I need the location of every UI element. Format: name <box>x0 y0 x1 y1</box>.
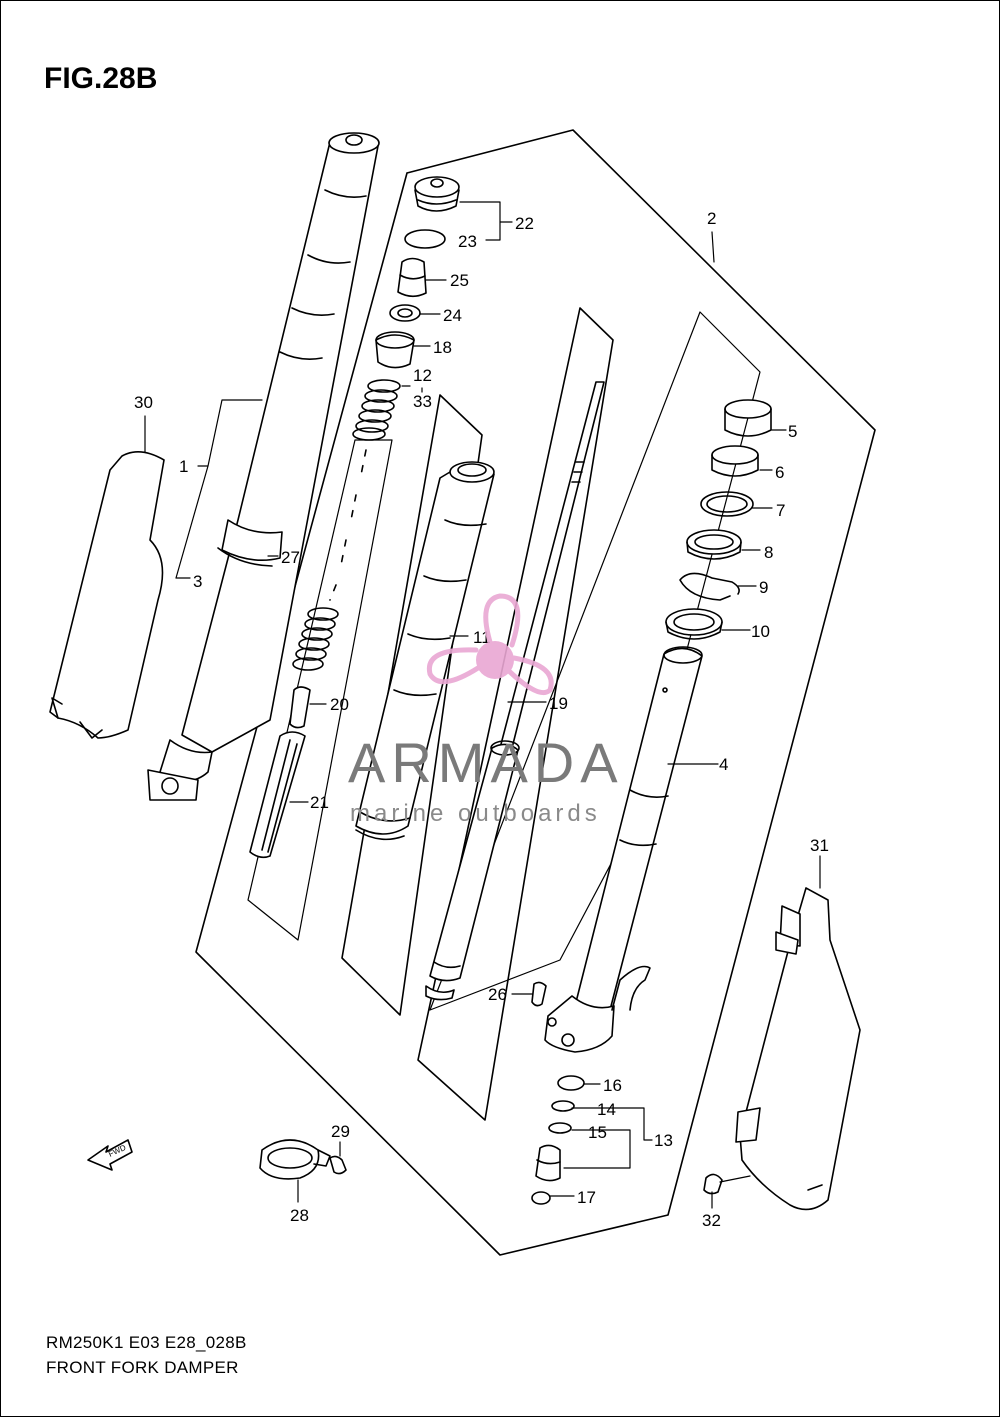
callout-3: 3 <box>193 572 202 591</box>
oil-seal-8 <box>686 529 742 560</box>
callout-20: 20 <box>330 695 349 714</box>
callout-32: 32 <box>702 1211 721 1230</box>
watermark-brand: ARMADA <box>348 731 624 794</box>
bushing-5 <box>724 399 772 437</box>
fwd-arrow-icon: FWD <box>87 1139 133 1171</box>
spacer-18 <box>375 331 415 369</box>
damper-rod-19 <box>425 381 605 1001</box>
callout-9: 9 <box>759 578 768 597</box>
o-ring-15 <box>548 1122 572 1134</box>
fork-guard-31 <box>735 887 861 1211</box>
callout-27: 27 <box>281 548 300 567</box>
o-ring-23 <box>404 229 446 249</box>
spring-12 <box>352 379 401 441</box>
assembly-outline-2 <box>195 129 876 1256</box>
callout-12: 12 <box>413 366 432 385</box>
guide-21 <box>249 731 306 859</box>
callout-16: 16 <box>603 1076 622 1095</box>
spring-lower <box>292 607 339 671</box>
figure-caption: FRONT FORK DAMPER <box>46 1358 239 1377</box>
callout-14: 14 <box>597 1100 616 1119</box>
cylinder-11 <box>355 461 495 841</box>
callout-17: 17 <box>577 1188 596 1207</box>
callout-5: 5 <box>788 422 797 441</box>
callout-23: 23 <box>458 232 477 251</box>
bolt-26 <box>531 981 547 1007</box>
washer-7 <box>700 491 754 517</box>
fork-tube-1 <box>147 132 380 801</box>
callout-19: 19 <box>549 694 568 713</box>
callout-24: 24 <box>443 306 462 325</box>
callout-2: 2 <box>707 209 716 228</box>
washer-24 <box>389 304 421 322</box>
bushing-6 <box>711 445 759 477</box>
propeller-logo-icon <box>426 593 554 696</box>
callout-15: 15 <box>588 1123 607 1142</box>
spring-dashes <box>329 449 367 601</box>
callout-28: 28 <box>290 1206 309 1225</box>
valve-13 <box>535 1144 561 1182</box>
clamp-28 <box>259 1139 331 1180</box>
bolt-29 <box>329 1155 347 1175</box>
bolt-32 <box>703 1173 723 1195</box>
callout-33: 33 <box>413 392 432 411</box>
plug-25 <box>397 257 427 298</box>
callout-31: 31 <box>810 836 829 855</box>
figure-title: FIG.28B <box>44 62 158 95</box>
callout-25: 25 <box>450 271 469 290</box>
callout-29: 29 <box>331 1122 350 1141</box>
washer-14 <box>551 1100 575 1112</box>
inner-tube-4 <box>544 646 703 1053</box>
dust-seal-10 <box>665 608 723 640</box>
inner-outline-rod <box>417 307 614 1121</box>
watermark-tagline: marine outboards <box>350 800 601 827</box>
callout-10: 10 <box>751 622 770 641</box>
callout-22: 22 <box>515 214 534 233</box>
callout-4: 4 <box>719 755 728 774</box>
spacer-20 <box>289 686 311 729</box>
callout-26: 26 <box>488 985 507 1004</box>
top-cap-22 <box>414 176 460 212</box>
washer-17 <box>531 1191 551 1205</box>
o-ring-16 <box>557 1075 585 1091</box>
callout-1: 1 <box>179 457 188 476</box>
callout-21: 21 <box>310 793 329 812</box>
callout-6: 6 <box>775 463 784 482</box>
callout-8: 8 <box>764 543 773 562</box>
callout-18: 18 <box>433 338 452 357</box>
callout-13: 13 <box>654 1131 673 1150</box>
stopper-ring-9 <box>679 572 740 601</box>
fork-guard-30 <box>49 451 165 739</box>
leader-lines <box>144 201 821 1209</box>
callout-7: 7 <box>776 501 785 520</box>
callout-30: 30 <box>134 393 153 412</box>
model-code: RM250K1 E03 E28_028B <box>46 1333 247 1352</box>
